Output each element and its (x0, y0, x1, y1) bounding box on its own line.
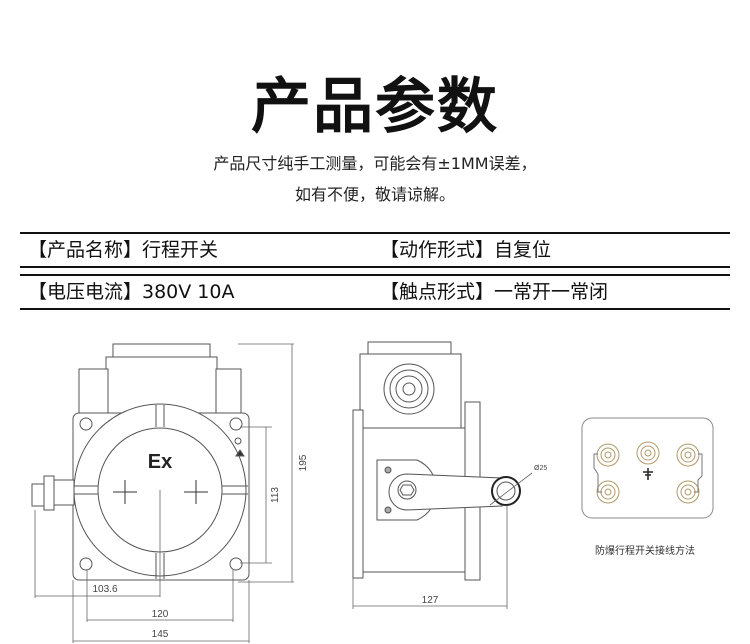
wiring-caption: 防爆行程开关接线方法 (595, 544, 695, 557)
spec-row: 【产品名称】行程开关 【动作形式】自复位 (20, 232, 730, 268)
dim-hole-spacing-v: 113 (270, 487, 281, 503)
spec-voltage-current: 【电压电流】380V 10A (28, 281, 235, 303)
page-title: 产品参数 (251, 72, 499, 142)
dim-hole-spacing-h: 120 (152, 609, 169, 620)
ground-icon (235, 449, 245, 457)
ex-mark: Ex (148, 451, 172, 473)
cable-gland (51, 479, 75, 506)
apology-note: 如有不便，敬请谅解。 (294, 185, 455, 204)
dim-depth: 127 (422, 595, 439, 606)
ground-icon (643, 468, 653, 480)
dim-width: 145 (152, 629, 169, 640)
dim-height: 195 (298, 454, 309, 471)
side-view: Ø25 127 (352, 341, 547, 609)
dim-cable-offset: 103.6 (92, 584, 117, 595)
measurement-note: 产品尺寸纯手工测量，可能会有±1MM误差， (213, 154, 537, 173)
spec-product-name: 【产品名称】行程开关 (28, 239, 219, 261)
terminal-icons (596, 441, 700, 504)
dim-roller-diameter: Ø25 (534, 465, 547, 472)
spec-contact-type: 【触点形式】一常开一常闭 (380, 281, 609, 303)
spec-row: 【电压电流】380V 10A 【触点形式】一常开一常闭 (20, 274, 730, 310)
wiring-diagram: 防爆行程开关接线方法 (581, 417, 714, 557)
spec-action-type: 【动作形式】自复位 (380, 239, 552, 261)
front-view: Ex 195 113 103.6 120 145 (31, 343, 309, 643)
